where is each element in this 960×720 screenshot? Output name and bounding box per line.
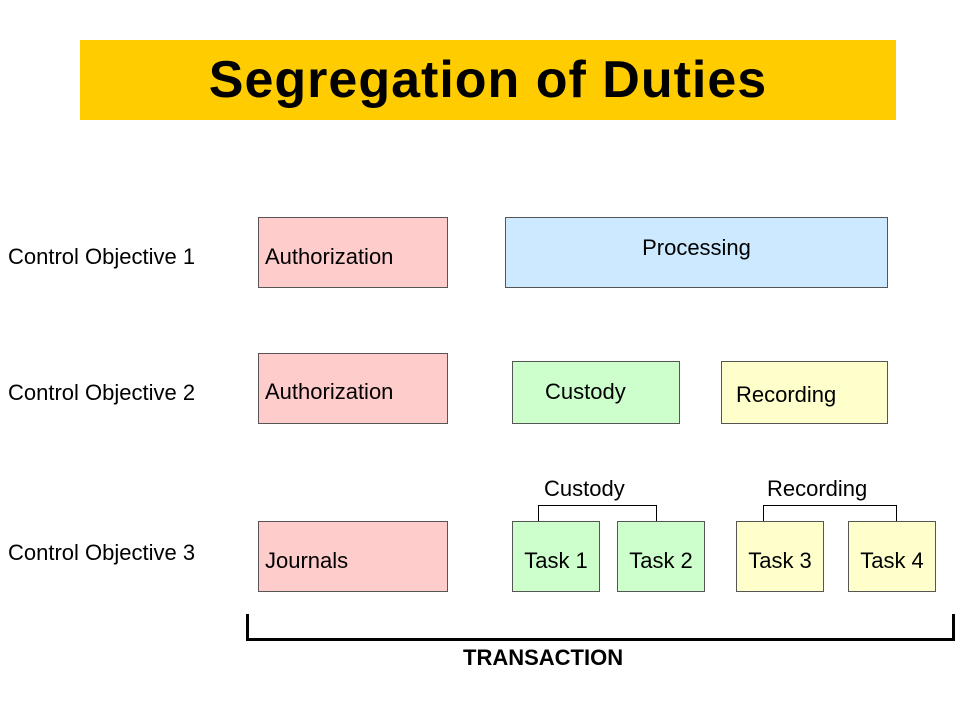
task-2-label: Task 2 — [629, 547, 693, 573]
recording-box: Recording — [721, 361, 888, 424]
custody-group-label: Custody — [544, 476, 625, 501]
transaction-bracket — [246, 614, 955, 641]
recording-box-label: Recording — [736, 381, 837, 407]
processing-box-label: Processing — [642, 234, 751, 260]
authorization-box-2: Authorization — [258, 353, 448, 424]
title-banner: Segregation of Duties — [80, 40, 896, 120]
task-1-box: Task 1 — [512, 521, 600, 592]
recording-group-label: Recording — [767, 476, 868, 501]
journals-box-label: Journals — [265, 547, 349, 573]
control-objective-1-label: Control Objective 1 — [8, 244, 196, 269]
task-3-label: Task 3 — [748, 547, 812, 573]
page-title: Segregation of Duties — [208, 51, 768, 109]
custody-box: Custody — [512, 361, 680, 424]
authorization-box-2-label: Authorization — [265, 378, 394, 404]
control-objective-2-label: Control Objective 2 — [8, 380, 196, 405]
task-4-label: Task 4 — [860, 547, 924, 573]
control-objective-3-label: Control Objective 3 — [8, 540, 196, 565]
custody-group-bracket — [538, 505, 657, 522]
task-3-box: Task 3 — [736, 521, 824, 592]
transaction-label: TRANSACTION — [463, 645, 624, 670]
processing-box: Processing — [505, 217, 888, 288]
authorization-box-1: Authorization — [258, 217, 448, 288]
task-4-box: Task 4 — [848, 521, 936, 592]
recording-group-bracket — [763, 505, 897, 522]
authorization-box-1-label: Authorization — [265, 243, 394, 269]
journals-box: Journals — [258, 521, 448, 592]
task-1-label: Task 1 — [524, 547, 588, 573]
custody-box-label: Custody — [545, 378, 626, 404]
task-2-box: Task 2 — [617, 521, 705, 592]
